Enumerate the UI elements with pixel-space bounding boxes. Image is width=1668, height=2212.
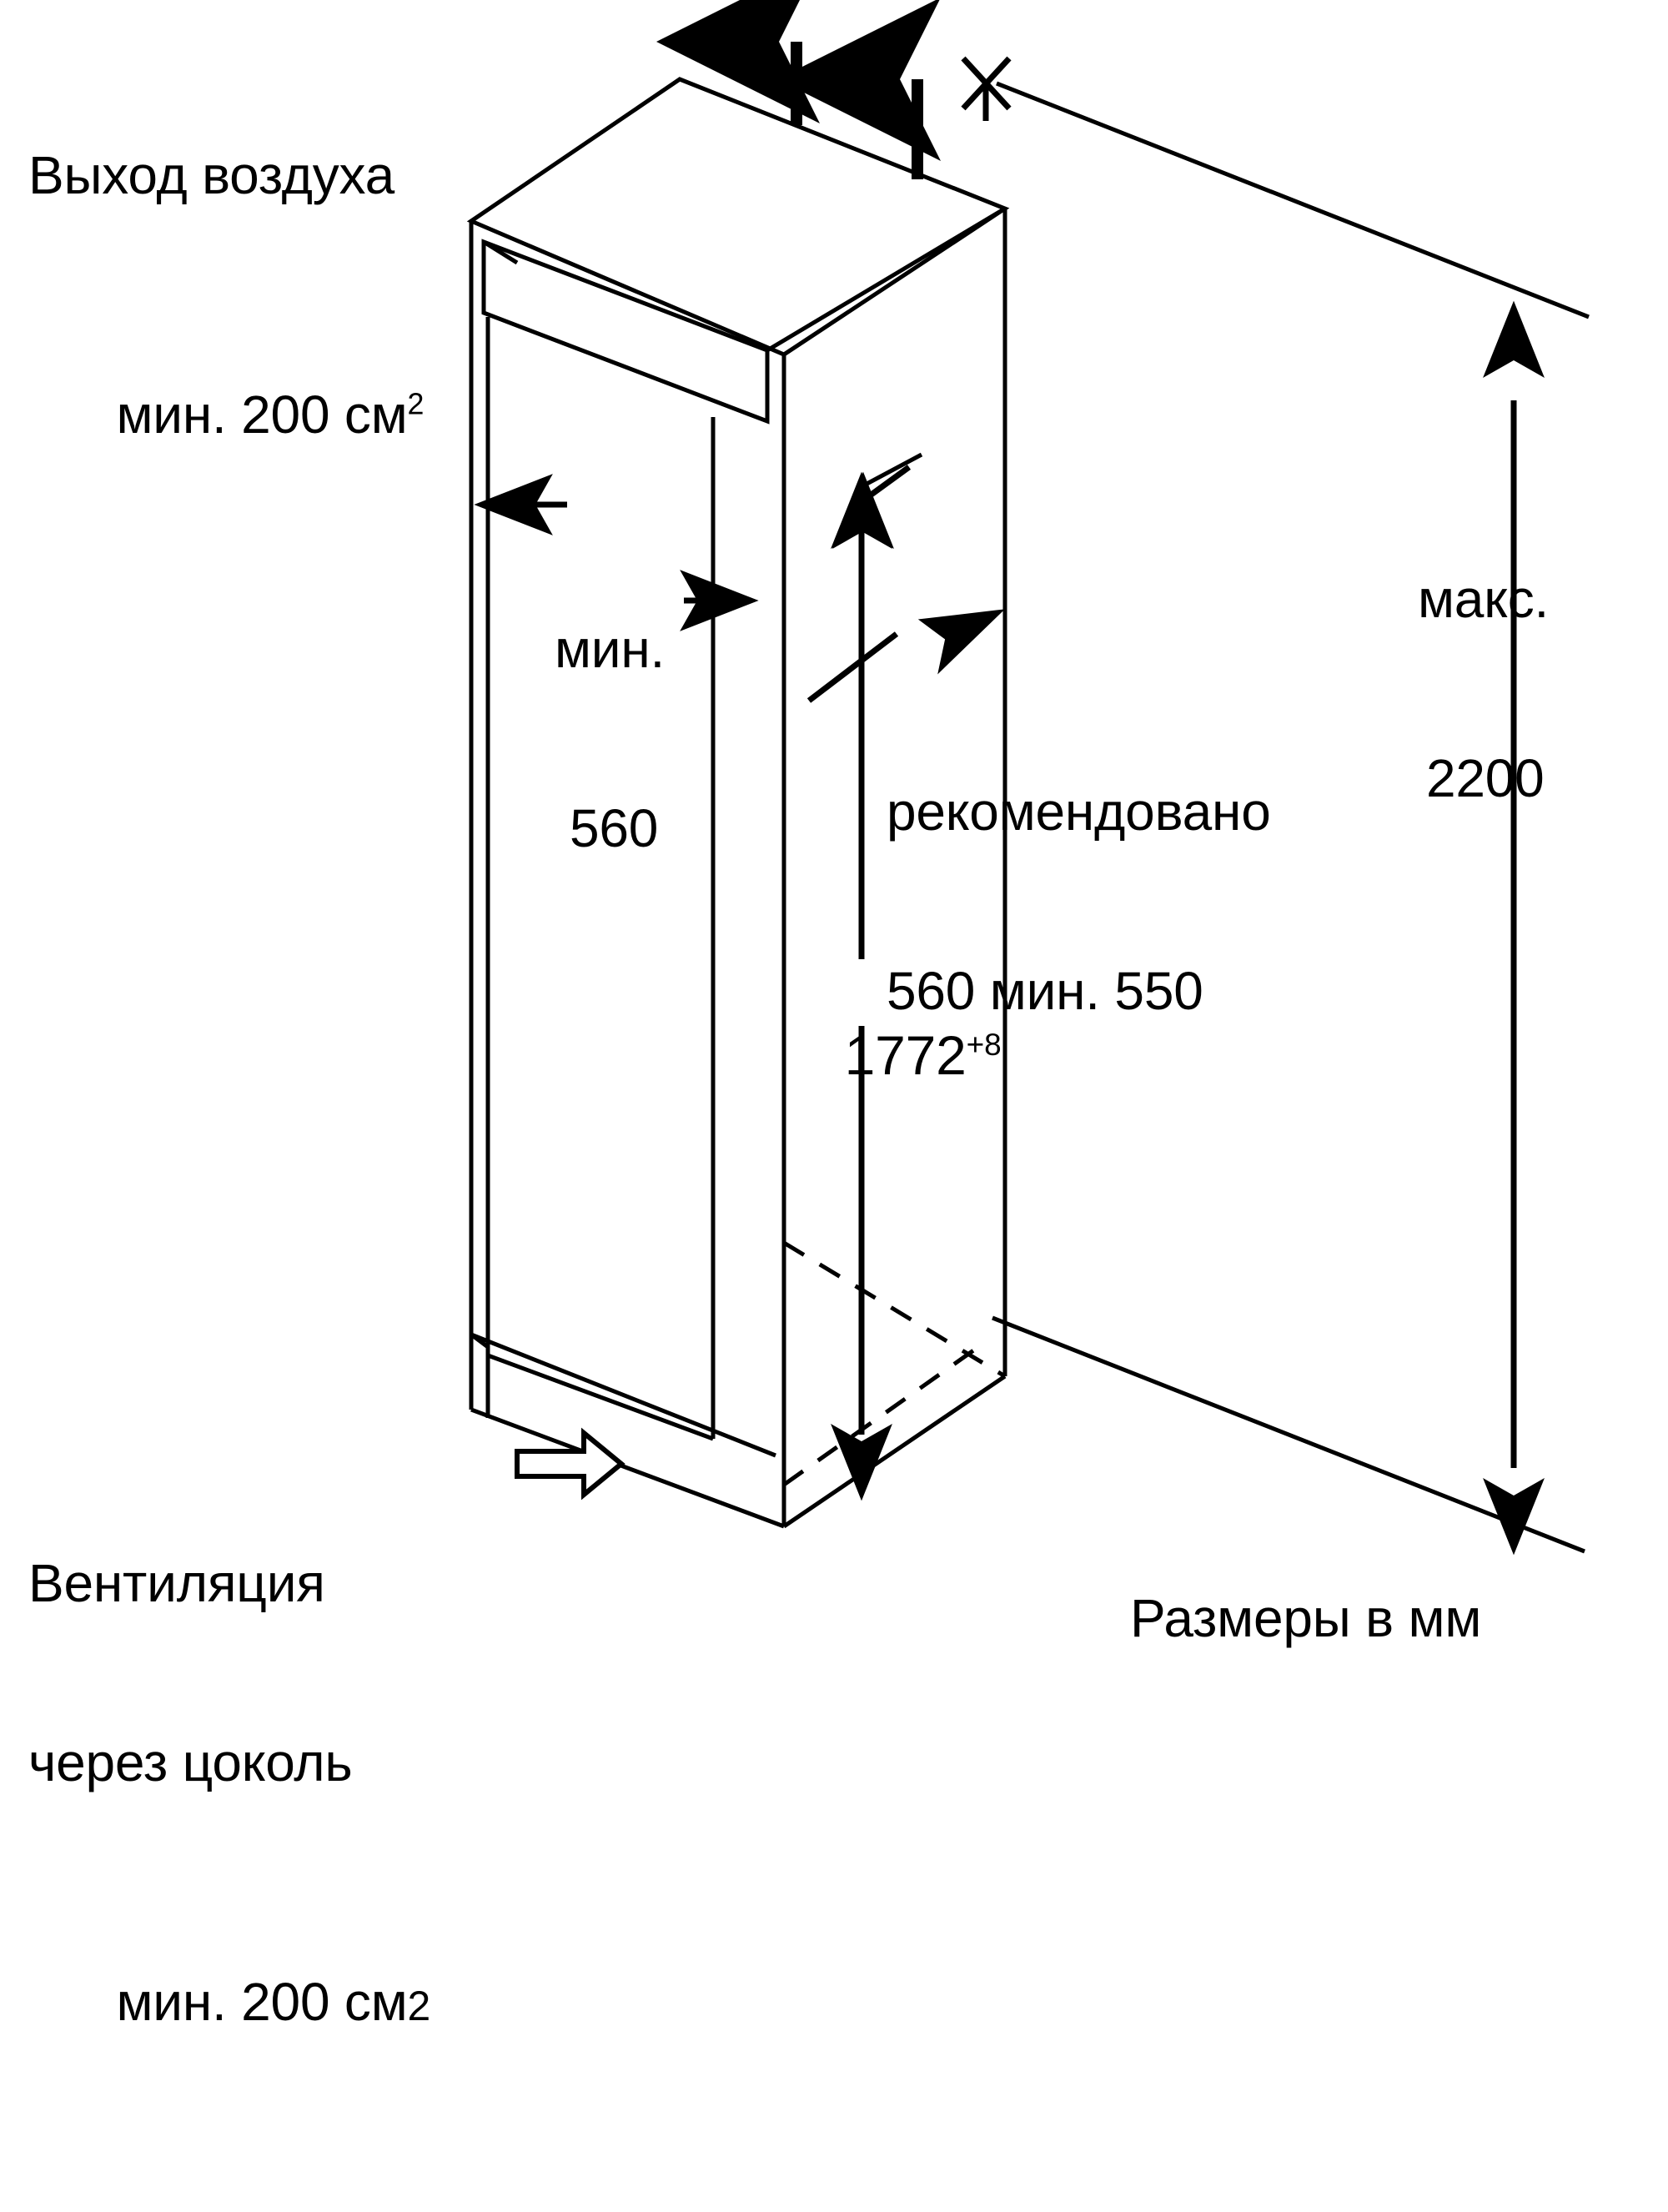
min-depth-line1: мин.	[555, 619, 666, 680]
max-height-leader-bottom	[992, 1315, 1585, 1554]
niche-height-value: 1772	[844, 1023, 967, 1086]
plinth-ventilation-label: Вентиляция через цоколь мин. 200 см2	[28, 1435, 430, 2212]
ventilation-subscript: 2	[407, 1983, 431, 2030]
reference-tick-icon	[961, 56, 1012, 121]
air-outlet-line2-wrap: мин. 200 см2	[28, 325, 425, 505]
air-outlet-line1: Выход воздуха	[28, 145, 394, 206]
max-line2: 2200	[1426, 748, 1545, 809]
ventilation-line3-wrap: мин. 200 см2	[28, 1913, 431, 2092]
min-depth-dimension	[474, 474, 759, 631]
max-height-label: макс. 2200	[1418, 450, 1549, 928]
recommended-line2: 560 мин. 550	[887, 961, 1203, 1022]
max-line1: макс.	[1418, 569, 1550, 630]
plinth-ventilation-arrow	[515, 1427, 626, 1501]
recommended-width-leader	[857, 452, 923, 490]
technical-drawing: Выход воздуха мин. 200 см2 мин. 560 реко…	[28, 0, 1590, 2032]
min-depth-label: мин. 560	[555, 500, 665, 978]
air-outlet-label: Выход воздуха мин. 200 см2	[28, 27, 424, 625]
air-outlet-line2: мин. 200 см	[116, 385, 408, 445]
niche-height-label: 1772+8	[784, 963, 1002, 1149]
niche-height-tolerance: +8	[966, 1027, 1002, 1062]
recommended-line1: рекомендовано	[887, 782, 1271, 842]
air-outlet-superscript: 2	[407, 387, 425, 421]
ventilation-line2: через цоколь	[28, 1732, 353, 1793]
max-height-leader	[996, 81, 1590, 319]
recommended-width-dimension	[806, 465, 1005, 703]
max-height-dimension	[1483, 300, 1545, 1556]
air-outlet-arrows	[656, 0, 941, 179]
ventilation-line3: мин. 200 см	[116, 1972, 408, 2033]
niche-illustration	[466, 0, 1590, 1556]
ventilation-line1: Вентиляция	[28, 1553, 325, 1614]
units-note: Размеры в мм	[1130, 1588, 1482, 1648]
recommended-width-label: рекомендовано 560 мин. 550	[887, 663, 1271, 1141]
min-depth-line2: 560	[570, 798, 659, 859]
